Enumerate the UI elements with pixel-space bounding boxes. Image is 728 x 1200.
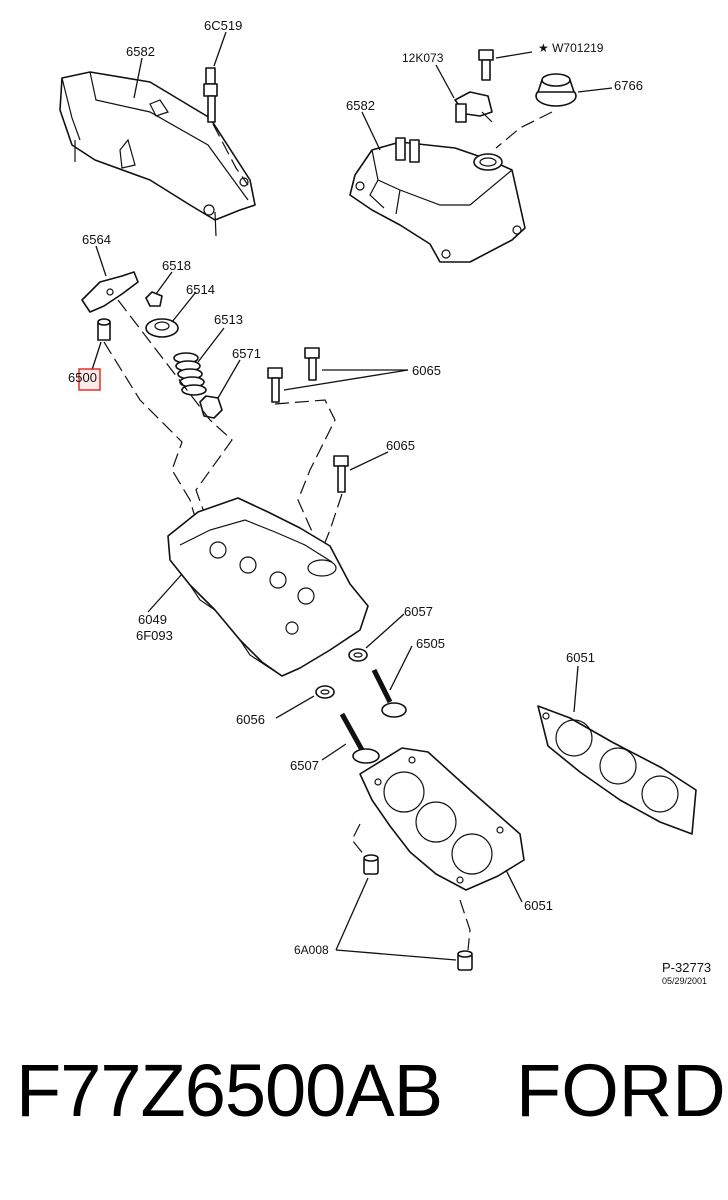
- brand-name: FORD: [516, 1049, 726, 1132]
- exhaust-valve: [371, 668, 407, 718]
- left-valve-cover: [59, 71, 256, 237]
- valve-stem-seal: [199, 395, 223, 419]
- exhaust-valve-seal: [348, 648, 368, 662]
- label-valve-cover: 6582: [126, 44, 155, 59]
- sensor-bolt: [478, 49, 494, 81]
- label-exhaust-valve: 6505: [416, 636, 445, 651]
- spring-retainer: [145, 318, 179, 338]
- highlight-box: [78, 368, 101, 391]
- right-valve-cover: [349, 137, 526, 263]
- head-bolt: [333, 455, 349, 493]
- head-bolt: [304, 347, 320, 381]
- label-exhaust-seal: 6057: [404, 604, 433, 619]
- label-bolt: ★ W701219: [538, 41, 604, 55]
- label-lash-adjuster: 6500: [68, 370, 97, 385]
- label-head-bolt: 6065: [412, 363, 441, 378]
- oil-filler-cap: [495, 73, 577, 149]
- label-cylinder-head: 6049: [138, 612, 167, 627]
- label-sensor: 12K073: [402, 51, 444, 65]
- label-spark-plug: 6C519: [204, 18, 242, 33]
- product-footer: F77Z6500AB FORD: [0, 1048, 728, 1168]
- dowel-pin: [457, 950, 473, 971]
- head-bolt: [267, 367, 283, 403]
- label-oil-cap: 6766: [614, 78, 643, 93]
- label-dowel: 6A008: [294, 943, 329, 957]
- head-gasket: [359, 747, 525, 891]
- head-gasket-side: [537, 705, 697, 835]
- label-valve-cover: 6582: [346, 98, 375, 113]
- label-head-bolt: 6065: [386, 438, 415, 453]
- label-seal: 6571: [232, 346, 261, 361]
- dowel-pin: [363, 854, 379, 875]
- part-number: F77Z6500AB: [16, 1049, 443, 1132]
- label-cylinder-head-alt: 6F093: [136, 628, 173, 643]
- valve-keeper: [145, 291, 163, 307]
- valve-spring: [173, 352, 207, 396]
- sensor: [454, 91, 493, 123]
- label-retainer: 6514: [186, 282, 215, 297]
- label-gasket: 6051: [524, 898, 553, 913]
- label-keeper: 6518: [162, 258, 191, 273]
- intake-valve: [339, 712, 380, 764]
- ref-date: 05/29/2001: [662, 976, 707, 986]
- intake-valve-seal: [315, 685, 335, 699]
- label-intake-seal: 6056: [236, 712, 265, 727]
- label-spring: 6513: [214, 312, 243, 327]
- label-intake-valve: 6507: [290, 758, 319, 773]
- spark-plug: [203, 67, 249, 186]
- label-rocker: 6564: [82, 232, 111, 247]
- part-labels: 6582 6C519 12K073 ★ W701219 6582 6766 65…: [68, 18, 711, 986]
- exploded-parts-diagram: 6582 6C519 12K073 ★ W701219 6582 6766 65…: [59, 18, 711, 986]
- label-gasket: 6051: [566, 650, 595, 665]
- rocker-arm: [81, 271, 139, 313]
- leader-lines: [91, 31, 613, 961]
- cylinder-head: [167, 497, 369, 677]
- ref-code: P-32773: [662, 960, 711, 975]
- lash-adjuster: [97, 318, 111, 341]
